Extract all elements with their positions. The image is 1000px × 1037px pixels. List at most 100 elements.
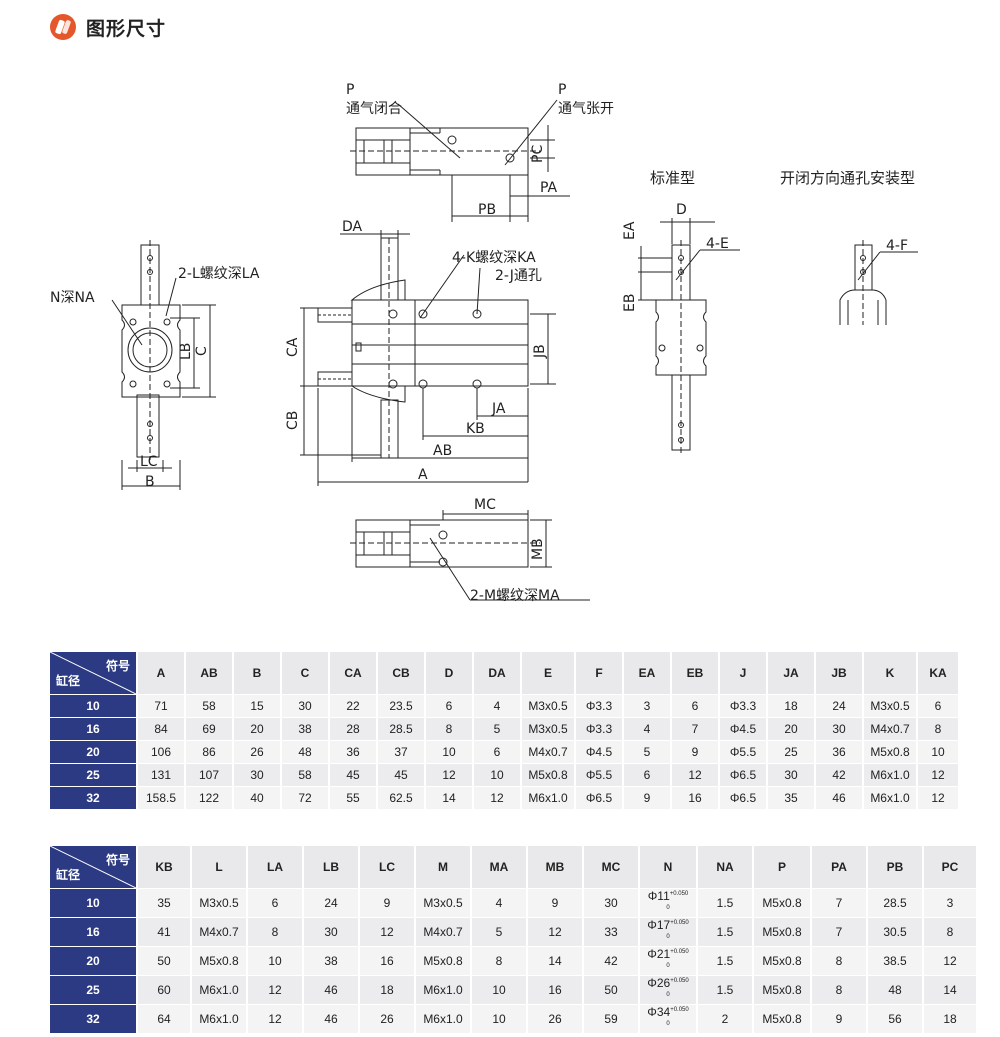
table-cell: 36: [330, 740, 376, 763]
column-header: PB: [868, 846, 922, 888]
table-cell: 4: [624, 717, 670, 740]
table-cell: 1.5: [698, 975, 752, 1004]
table-cell: M5x0.8: [864, 740, 916, 763]
bore-cell: 16: [50, 917, 136, 946]
table-cell: 24: [304, 888, 358, 917]
table-cell: 40: [234, 786, 280, 809]
tolerance-lower: 0: [666, 963, 670, 969]
table-cell: 33: [584, 917, 638, 946]
table-cell: 12: [248, 1004, 302, 1033]
table-cell: 12: [248, 975, 302, 1004]
table-cell: 6: [624, 763, 670, 786]
table-cell: 37: [378, 740, 424, 763]
table-cell: 8: [924, 917, 976, 946]
p-close-desc: 通气闭合: [346, 101, 402, 117]
table-cell: 15: [234, 694, 280, 717]
e-label: 4-E: [706, 236, 729, 252]
table-cell: 46: [816, 786, 862, 809]
table-cell: 18: [924, 1004, 976, 1033]
table-cell: 18: [768, 694, 814, 717]
table-cell: 16: [360, 946, 414, 975]
tolerance-label: +0.050 0: [666, 920, 688, 940]
tolerance-lower: 0: [666, 992, 670, 998]
table-cell: Φ3.3: [720, 694, 766, 717]
table-cell: 42: [584, 946, 638, 975]
column-header: EA: [624, 652, 670, 694]
table-cell: Φ5.5: [576, 763, 622, 786]
table-cell: 10: [472, 975, 526, 1004]
table-cell: 30.5: [868, 917, 922, 946]
table-cell: Φ3.3: [576, 694, 622, 717]
opening-type-title: 开闭方向通孔安装型: [780, 169, 915, 187]
p-label-close: P: [346, 82, 354, 98]
p-label-open: P: [558, 82, 566, 98]
table-cell: M3x0.5: [192, 888, 246, 917]
table-cell: 60: [138, 975, 190, 1004]
lc-label: LC: [140, 454, 158, 470]
lb-label: LB: [178, 343, 194, 360]
table-cell: 46: [304, 1004, 358, 1033]
column-header: PA: [812, 846, 866, 888]
ca-label: CA: [285, 337, 301, 357]
corner-bore-label: 缸径: [56, 674, 81, 688]
column-header: N: [640, 846, 696, 888]
table-corner: 符号 缸径: [50, 846, 136, 888]
table-cell: 50: [584, 975, 638, 1004]
tolerance-lower: 0: [666, 905, 670, 911]
d-label: D: [676, 202, 687, 218]
table-cell: 35: [768, 786, 814, 809]
tolerance-lower: 0: [666, 934, 670, 940]
table-cell: 86: [186, 740, 232, 763]
table-cell: M5x0.8: [754, 946, 810, 975]
bore-cell: 32: [50, 786, 136, 809]
table-cell: 41: [138, 917, 190, 946]
table-cell: 122: [186, 786, 232, 809]
table-cell: 5: [474, 717, 520, 740]
table-cell: M6x1.0: [522, 786, 574, 809]
table-cell: 50: [138, 946, 190, 975]
bore-cell: 16: [50, 717, 136, 740]
table-cell: 8: [918, 717, 958, 740]
table-cell: M3x0.5: [522, 717, 574, 740]
j-hole-label: 2-J通孔: [495, 268, 542, 284]
table-cell: 8: [812, 946, 866, 975]
bore-cell: 25: [50, 763, 136, 786]
table-cell: 30: [234, 763, 280, 786]
standard-type-title: 标准型: [650, 169, 695, 187]
corner-bore-label: 缸径: [56, 868, 81, 882]
table-cell: 26: [360, 1004, 414, 1033]
column-header: KA: [918, 652, 958, 694]
table-cell: 84: [138, 717, 184, 740]
table-cell: 14: [426, 786, 472, 809]
column-header: L: [192, 846, 246, 888]
table-cell: 26: [234, 740, 280, 763]
table-cell: Φ6.5: [720, 763, 766, 786]
mb-label: MB: [530, 538, 546, 560]
table-cell: 72: [282, 786, 328, 809]
tolerance-upper: +0.050: [670, 920, 689, 926]
dimension-drawing: P 通气闭合 P 通气张开 PC PA PB: [50, 82, 918, 604]
table-cell: 48: [868, 975, 922, 1004]
table-cell: Φ6.5: [576, 786, 622, 809]
table-cell: 24: [816, 694, 862, 717]
table-cell: 12: [672, 763, 718, 786]
table-cell: 8: [812, 975, 866, 1004]
table-corner: 符号 缸径: [50, 652, 136, 694]
table-cell: 23.5: [378, 694, 424, 717]
column-header: LB: [304, 846, 358, 888]
table-cell: 12: [528, 917, 582, 946]
table-cell: 1.5: [698, 946, 752, 975]
corner-symbol-label: 符号: [105, 853, 130, 867]
column-header: P: [754, 846, 810, 888]
table-cell: M6x1.0: [416, 975, 470, 1004]
table-cell: 38: [282, 717, 328, 740]
pa-label: PA: [540, 180, 558, 196]
cb-label: CB: [285, 411, 301, 430]
